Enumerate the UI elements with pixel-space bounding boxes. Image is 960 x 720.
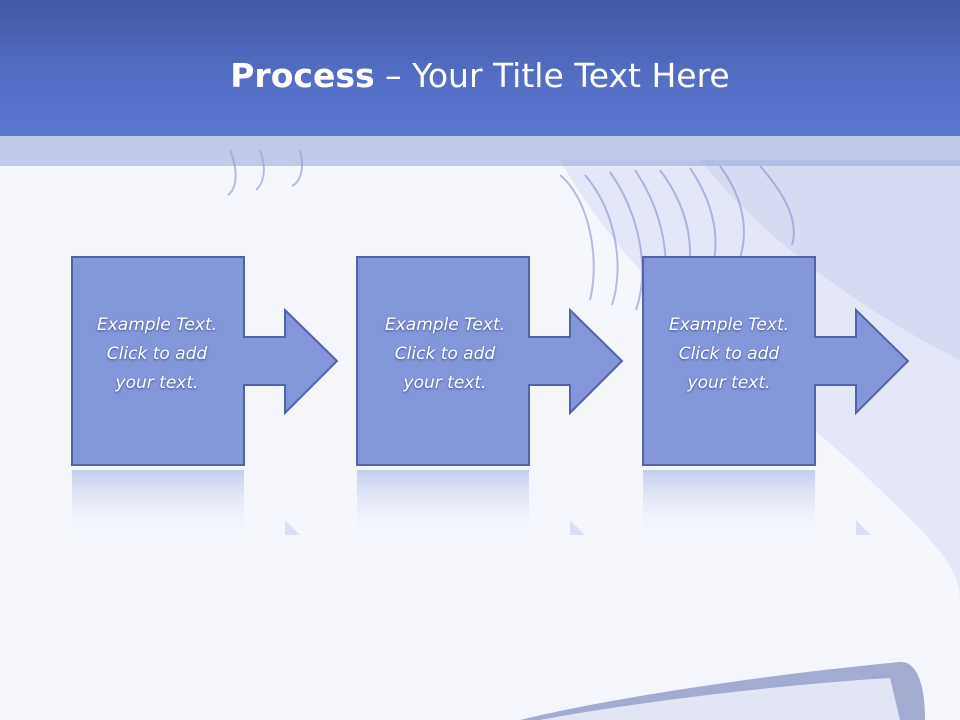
step-1-reflection-tip xyxy=(285,520,300,535)
title-bar-band xyxy=(0,136,960,166)
step-2-text[interactable]: Example Text. Click to add your text. xyxy=(365,311,525,398)
slide-title[interactable]: Process – Your Title Text Here xyxy=(0,52,960,100)
step-1-text[interactable]: Example Text. Click to add your text. xyxy=(77,311,237,398)
step-1-line-3: your text. xyxy=(115,373,199,393)
step-1-line-2: Click to add xyxy=(106,344,208,364)
step-1-line-1: Example Text. xyxy=(96,315,218,335)
slide-title-strong: Process xyxy=(230,56,375,95)
step-3-line-2: Click to add xyxy=(678,344,780,364)
step-1-reflection xyxy=(72,470,244,540)
step-1-arrow-shape xyxy=(71,256,339,466)
process-step-1[interactable] xyxy=(71,256,339,540)
process-step-2[interactable] xyxy=(356,256,624,540)
title-bar xyxy=(0,0,960,136)
step-3-arrow-shape xyxy=(642,256,910,466)
step-2-line-2: Click to add xyxy=(394,344,496,364)
step-2-reflection-tip xyxy=(570,520,585,535)
step-3-line-3: your text. xyxy=(687,373,771,393)
step-2-reflection xyxy=(357,470,529,540)
step-3-reflection-tip xyxy=(856,520,871,535)
slide-title-rest: – Your Title Text Here xyxy=(374,56,730,95)
step-3-reflection xyxy=(643,470,815,540)
step-3-line-1: Example Text. xyxy=(668,315,790,335)
step-2-line-1: Example Text. xyxy=(384,315,506,335)
process-step-3[interactable] xyxy=(642,256,910,540)
step-2-line-3: your text. xyxy=(403,373,487,393)
step-2-arrow-shape xyxy=(356,256,624,466)
step-3-text[interactable]: Example Text. Click to add your text. xyxy=(649,311,809,398)
